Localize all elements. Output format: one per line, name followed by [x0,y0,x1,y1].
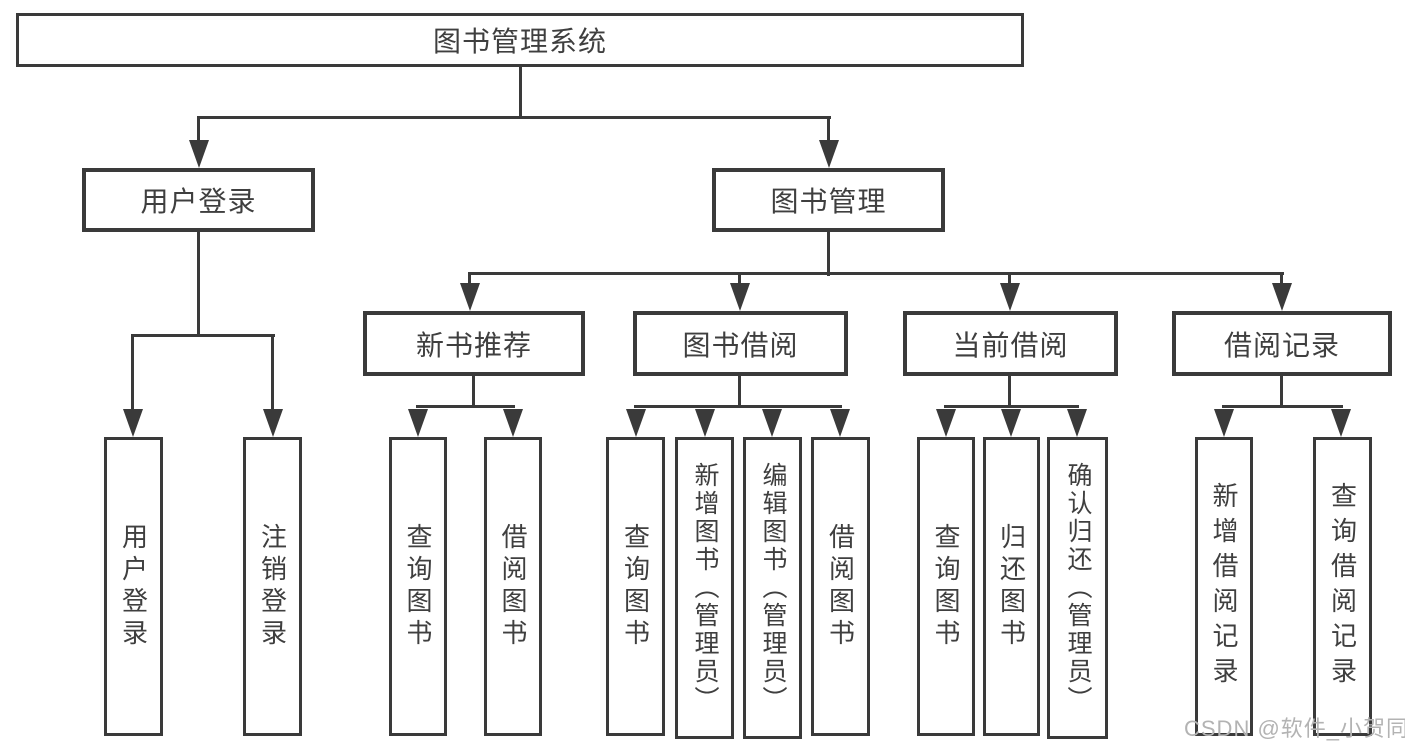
connector-line [416,405,515,408]
connector-line [1280,376,1283,408]
arrow-down-icon [1214,409,1234,437]
leaf-label: 用户登录 [118,522,149,651]
node-label: 图书借阅 [682,329,799,361]
leaf-borrow-books-recommend: 借阅图书 [484,437,542,736]
connector-line [827,118,830,145]
connector-line [519,67,522,119]
arrow-down-icon [408,409,428,437]
leaf-query-borrow-record: 查询借阅记录 [1313,437,1372,736]
leaf-add-borrow-record: 新增借阅记录 [1195,437,1253,736]
leaf-label: 查询图书 [931,522,961,651]
leaf-label: 查询图书 [403,522,433,651]
leaf-label: 查询借阅记录 [1327,481,1358,692]
arrow-down-icon [1000,283,1020,311]
connector-line [197,232,200,337]
connector-line [827,232,830,276]
leaf-user-login: 用户登录 [104,437,163,736]
connector-line [271,336,274,412]
leaf-label: 确认归还（管理员） [1064,462,1092,714]
arrow-down-icon [1067,409,1087,437]
connector-line [1222,405,1343,408]
arrow-down-icon [1331,409,1351,437]
leaf-label: 新增借阅记录 [1209,481,1239,692]
connector-line [468,274,471,288]
node-user-login: 用户登录 [82,168,315,232]
leaf-confirm-return-admin: 确认归还（管理员） [1047,437,1108,739]
leaf-edit-books-admin: 编辑图书（管理员） [743,437,802,739]
connector-line [1280,274,1283,288]
connector-line [472,376,475,408]
arrow-down-icon [1001,409,1021,437]
arrow-down-icon [263,409,283,437]
arrow-down-icon [189,140,209,168]
connector-line [468,272,1284,275]
node-label: 用户登录 [140,186,257,217]
connector-line [131,334,275,337]
arrow-down-icon [626,409,646,437]
connector-line [197,118,200,145]
arrow-down-icon [830,409,850,437]
csdn-watermark: CSDN @软件_小贺同学 [1184,716,1405,741]
leaf-label: 借阅图书 [498,522,528,651]
leaf-label: 新增图书（管理员） [691,462,719,714]
leaf-add-books-admin: 新增图书（管理员） [675,437,734,739]
connector-line [634,405,842,408]
leaf-logout: 注销登录 [243,437,302,736]
leaf-borrow-books: 借阅图书 [811,437,870,736]
connector-line [1008,376,1011,408]
node-label: 借阅记录 [1223,329,1340,361]
leaf-label: 查询图书 [620,522,651,651]
arrow-down-icon [123,409,143,437]
arrow-down-icon [936,409,956,437]
node-label: 新书推荐 [415,329,532,361]
connector-line [944,405,1079,408]
node-book-borrowing: 图书借阅 [633,311,848,376]
connector-line [738,274,741,288]
node-borrow-records: 借阅记录 [1172,311,1392,376]
arrow-down-icon [762,409,782,437]
leaf-label: 借阅图书 [825,522,856,651]
leaf-query-books-recommend: 查询图书 [389,437,447,736]
leaf-label: 归还图书 [996,522,1027,651]
connector-line [738,376,741,408]
node-label: 图书管理系统 [432,26,607,57]
node-label: 当前借阅 [952,329,1069,361]
node-library-management-system: 图书管理系统 [16,13,1024,67]
arrow-down-icon [819,140,839,168]
arrow-down-icon [730,283,750,311]
leaf-return-books: 归还图书 [983,437,1040,736]
leaf-query-books-current: 查询图书 [917,437,975,736]
leaf-label: 注销登录 [257,522,288,651]
arrow-down-icon [695,409,715,437]
connector-line [1008,274,1011,288]
arrow-down-icon [503,409,523,437]
connector-line [197,116,831,119]
leaf-label: 编辑图书（管理员） [759,462,787,714]
connector-line [131,336,134,412]
node-new-book-recommend: 新书推荐 [363,311,585,376]
arrow-down-icon [1272,283,1292,311]
node-label: 图书管理 [770,186,887,217]
arrow-down-icon [460,283,480,311]
node-book-management: 图书管理 [712,168,945,232]
leaf-query-books-borrowing: 查询图书 [606,437,665,736]
node-current-borrowing: 当前借阅 [903,311,1118,376]
